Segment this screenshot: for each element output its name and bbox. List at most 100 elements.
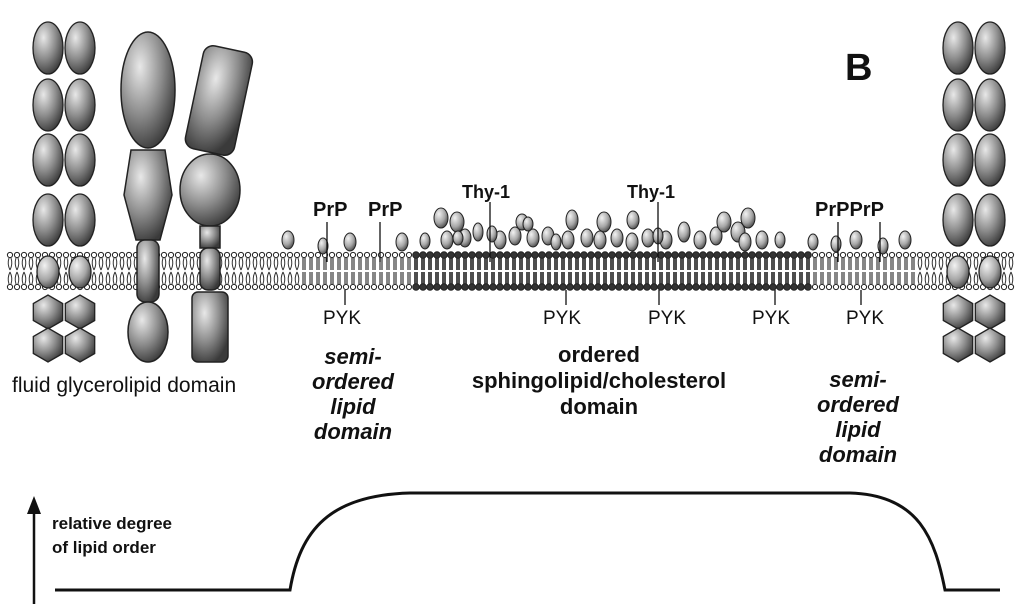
lipid-molecule bbox=[643, 251, 651, 270]
pyk-label: PYK bbox=[543, 308, 581, 329]
lipid-molecule bbox=[650, 272, 658, 291]
raft-protein bbox=[593, 230, 607, 250]
protein-domain bbox=[32, 193, 64, 247]
lipid-molecule bbox=[90, 251, 98, 271]
raft-protein bbox=[774, 231, 786, 249]
lipid-molecule bbox=[895, 251, 903, 270]
lipid-molecule bbox=[181, 251, 189, 271]
lipid-molecule bbox=[489, 251, 497, 270]
lipid-molecule bbox=[258, 271, 266, 291]
lipid-molecule bbox=[328, 251, 336, 270]
lipid-molecule bbox=[671, 272, 679, 291]
transmembrane-protein-right bbox=[942, 21, 1006, 363]
svg-text:lipid: lipid bbox=[835, 417, 881, 442]
raft-protein bbox=[641, 228, 655, 248]
protein-domain bbox=[32, 133, 64, 187]
protein-domain bbox=[942, 294, 974, 330]
lipid-molecule bbox=[664, 251, 672, 270]
lipid-molecule bbox=[804, 272, 812, 291]
lipid-molecule bbox=[916, 251, 924, 271]
lipid-molecule bbox=[475, 251, 483, 270]
lipid-molecule bbox=[832, 272, 840, 291]
lipid-molecule bbox=[335, 251, 343, 270]
lipid-molecule bbox=[552, 251, 560, 270]
lipid-molecule bbox=[776, 272, 784, 291]
lipid-molecule bbox=[615, 251, 623, 270]
lipid-molecule bbox=[398, 272, 406, 291]
lipid-molecule bbox=[230, 271, 238, 291]
lipid-molecule bbox=[937, 251, 945, 271]
lipid-molecule bbox=[825, 272, 833, 291]
lipid-molecule bbox=[902, 251, 910, 270]
lipid-molecule bbox=[755, 251, 763, 270]
lipid-molecule bbox=[811, 272, 819, 291]
thy1-label: Thy-1 bbox=[627, 182, 675, 202]
lipid-molecule bbox=[440, 251, 448, 270]
lipid-molecule bbox=[377, 251, 385, 270]
raft-protein bbox=[343, 232, 357, 252]
order-axis-arrow bbox=[27, 496, 41, 604]
protein-domain bbox=[942, 193, 974, 247]
lipid-molecule bbox=[496, 272, 504, 291]
lipid-molecule bbox=[643, 272, 651, 291]
lipid-molecule bbox=[314, 272, 322, 291]
raft-protein bbox=[508, 226, 522, 246]
lipid-molecule bbox=[27, 271, 35, 291]
lipid-molecule bbox=[846, 272, 854, 291]
lipid-molecule bbox=[636, 272, 644, 291]
lipid-molecule bbox=[125, 271, 133, 291]
lipid-molecule bbox=[300, 272, 308, 291]
raft-protein bbox=[565, 209, 579, 231]
lipid-molecule bbox=[657, 272, 665, 291]
raft-protein bbox=[449, 211, 465, 233]
lipid-molecule bbox=[125, 251, 133, 271]
raft-protein bbox=[738, 232, 752, 252]
lipid-molecule bbox=[251, 251, 259, 271]
lipid-molecule bbox=[580, 272, 588, 291]
lipid-molecule bbox=[587, 272, 595, 291]
lipid-molecule bbox=[398, 251, 406, 270]
lipid-molecule bbox=[286, 251, 294, 271]
lipid-molecule bbox=[447, 272, 455, 291]
lipid-molecule bbox=[237, 271, 245, 291]
lipid-molecule bbox=[265, 271, 273, 291]
lipid-molecule bbox=[713, 272, 721, 291]
lipid-molecule bbox=[797, 251, 805, 270]
lipid-molecule bbox=[706, 251, 714, 270]
lipid-molecule bbox=[300, 251, 308, 270]
lipid-molecule bbox=[692, 251, 700, 270]
lipid-molecule bbox=[111, 271, 119, 291]
raft-protein bbox=[626, 210, 640, 230]
lipid-molecule bbox=[664, 272, 672, 291]
lipid-molecule bbox=[62, 271, 70, 291]
lipid-molecule bbox=[538, 251, 546, 270]
lipid-molecule bbox=[755, 272, 763, 291]
protein-domain bbox=[64, 294, 96, 330]
lipid-molecule bbox=[671, 251, 679, 270]
lipid-molecule bbox=[1007, 271, 1015, 291]
protein-domain bbox=[942, 78, 974, 132]
lipid-molecule bbox=[678, 251, 686, 270]
lipid-molecule bbox=[580, 251, 588, 270]
lipid-molecule bbox=[937, 271, 945, 291]
lipid-molecule bbox=[874, 272, 882, 291]
lipid-molecule bbox=[426, 251, 434, 270]
lipid-molecule bbox=[559, 251, 567, 270]
lipid-molecule bbox=[118, 271, 126, 291]
lipid-molecule bbox=[594, 251, 602, 270]
lipid-molecule bbox=[20, 251, 28, 271]
lipid-molecule bbox=[727, 272, 735, 291]
lipid-molecule bbox=[307, 251, 315, 270]
raft-protein bbox=[419, 232, 431, 250]
lipid-molecule bbox=[881, 272, 889, 291]
lipid-molecule bbox=[545, 272, 553, 291]
lipid-molecule bbox=[461, 251, 469, 270]
lipid-molecule bbox=[608, 251, 616, 270]
lipid-molecule bbox=[741, 272, 749, 291]
lipid-molecule bbox=[734, 272, 742, 291]
lipid-molecule bbox=[272, 251, 280, 271]
lipid-molecule bbox=[391, 251, 399, 270]
lipid-molecule bbox=[188, 271, 196, 291]
raft-protein bbox=[472, 222, 484, 242]
lipid-molecule bbox=[804, 251, 812, 270]
